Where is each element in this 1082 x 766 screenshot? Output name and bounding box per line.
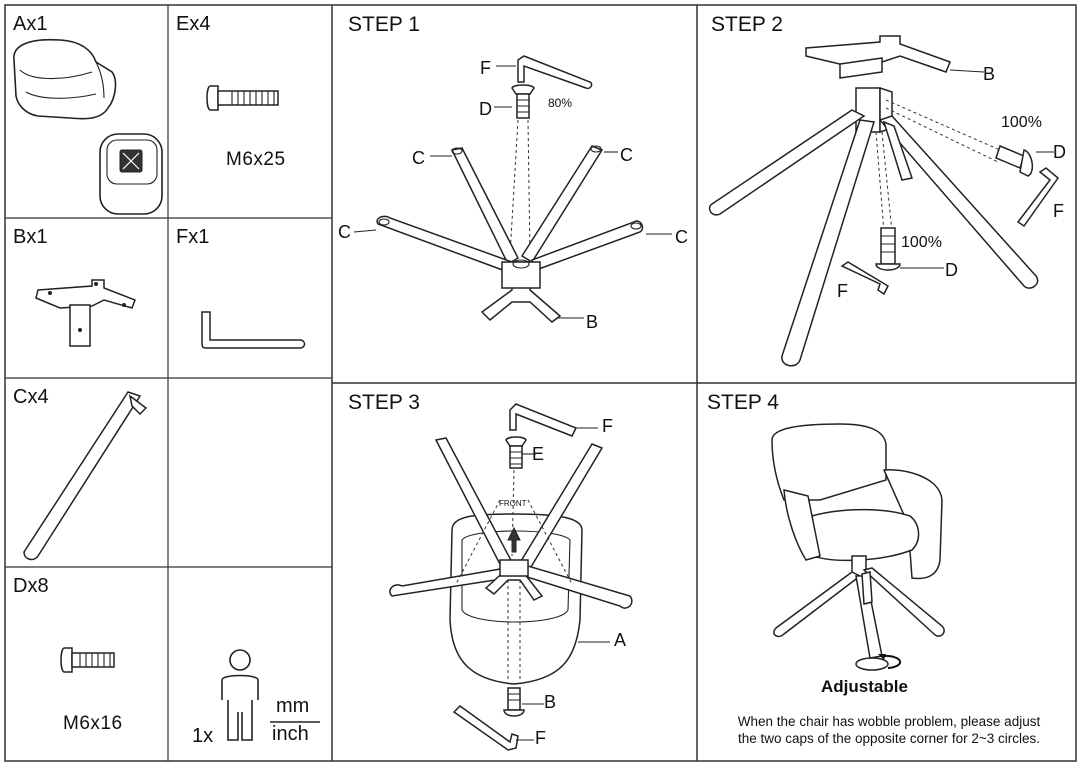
step2-callout-d1: D bbox=[1053, 142, 1066, 162]
step4-note-line2: the two caps of the opposite corner for … bbox=[737, 731, 1041, 746]
step3-panel: STEP 3 F E FRONT A B F bbox=[332, 383, 697, 761]
step3-callout-a: A bbox=[614, 630, 627, 650]
step2-callout-d2: D bbox=[945, 260, 958, 280]
step2-callout-f2: F bbox=[837, 281, 848, 301]
part-c-label: Cx4 bbox=[13, 386, 49, 408]
step1-title: STEP 1 bbox=[348, 13, 420, 36]
step2-title: STEP 2 bbox=[711, 13, 783, 36]
step3-callout-e: E bbox=[532, 444, 545, 464]
step1-callout-b: B bbox=[586, 312, 599, 332]
step3-callout-f2: F bbox=[535, 728, 546, 748]
step4-title: STEP 4 bbox=[707, 391, 779, 414]
step1-callout-c4: C bbox=[675, 227, 688, 247]
step1-callout-c2: C bbox=[620, 145, 633, 165]
step1-percent: 80% bbox=[548, 96, 573, 110]
step2-panel: STEP 2 B 100% D F 100% D F bbox=[697, 5, 1076, 383]
part-e-cell: Ex4 M6x25 bbox=[168, 5, 332, 218]
step2-callout-b: B bbox=[983, 64, 996, 84]
people-units-cell: 1x mm inch bbox=[168, 567, 332, 761]
step2-percent1: 100% bbox=[1001, 114, 1042, 131]
people-count: 1x bbox=[192, 725, 214, 747]
part-a-cell: Ax1 bbox=[5, 5, 168, 218]
part-a-label: Ax1 bbox=[13, 13, 48, 35]
part-f-cell: Fx1 bbox=[168, 218, 332, 378]
part-d-spec: M6x16 bbox=[63, 713, 123, 734]
step2-callout-f1: F bbox=[1053, 201, 1064, 221]
step3-callout-f1: F bbox=[602, 416, 613, 436]
part-d-label: Dx8 bbox=[13, 575, 49, 597]
part-d-cell: Dx8 M6x16 bbox=[5, 567, 168, 761]
part-e-spec: M6x25 bbox=[226, 149, 286, 170]
unit-inch: inch bbox=[272, 723, 309, 745]
step1-callout-c3: C bbox=[338, 222, 351, 242]
step1-callout-f: F bbox=[480, 58, 491, 78]
part-f-label: Fx1 bbox=[176, 226, 210, 248]
step1-callout-d: D bbox=[479, 99, 492, 119]
part-e-label: Ex4 bbox=[176, 13, 211, 35]
step3-front-label: FRONT bbox=[499, 499, 527, 508]
step3-title: STEP 3 bbox=[348, 391, 420, 414]
part-b-label: Bx1 bbox=[13, 226, 48, 248]
step4-note-line1: When the chair has wobble problem, pleas… bbox=[737, 714, 1041, 729]
step1-callout-c1: C bbox=[412, 148, 425, 168]
step2-percent2: 100% bbox=[901, 234, 942, 251]
part-b-cell: Bx1 bbox=[5, 218, 168, 378]
unit-mm: mm bbox=[276, 695, 310, 717]
part-c-cell: Cx4 bbox=[5, 378, 168, 567]
step4-note: When the chair has wobble problem, pleas… bbox=[713, 713, 1065, 747]
step4-adjustable-label: Adjustable bbox=[821, 677, 908, 696]
step4-panel: STEP 4 Adjustable When the chair has wob… bbox=[697, 383, 1076, 761]
step1-panel: STEP 1 F D 80% C C C C B bbox=[332, 5, 697, 383]
step3-callout-b: B bbox=[544, 692, 557, 712]
